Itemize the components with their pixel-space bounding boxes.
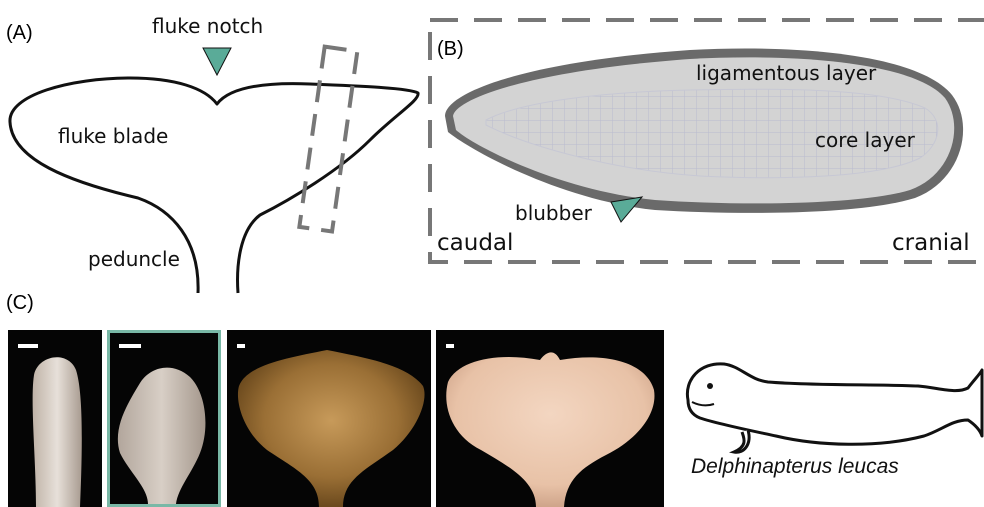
fluke-notch-label: fluke notch	[152, 14, 263, 38]
fluke-blade-label: fluke blade	[58, 124, 168, 148]
scale-bar	[119, 344, 141, 348]
scale-bar	[18, 344, 38, 348]
fluke-outline	[10, 78, 418, 293]
peduncle-label: peduncle	[88, 247, 180, 271]
ligamentous-layer-label: ligamentous layer	[696, 61, 876, 85]
diagram-drawing	[0, 0, 984, 330]
species-name: Delphinapterus leucas	[691, 455, 899, 479]
beluga-whale-drawing	[678, 340, 984, 470]
section-indicator-box	[299, 47, 357, 232]
photo-stage-3	[227, 330, 431, 507]
photo-stage-2-highlighted	[107, 330, 221, 507]
blubber-label: blubber	[515, 201, 592, 225]
blubber-marker	[611, 197, 642, 222]
photo-stage-4	[436, 330, 664, 507]
fluke-notch-marker	[203, 48, 231, 75]
caudal-label: caudal	[437, 230, 513, 256]
scale-bar	[446, 344, 454, 348]
photo-early-stage	[8, 330, 102, 507]
core-layer-label: core layer	[815, 128, 915, 152]
cranial-label: cranial	[892, 230, 970, 256]
scale-bar	[237, 344, 245, 348]
